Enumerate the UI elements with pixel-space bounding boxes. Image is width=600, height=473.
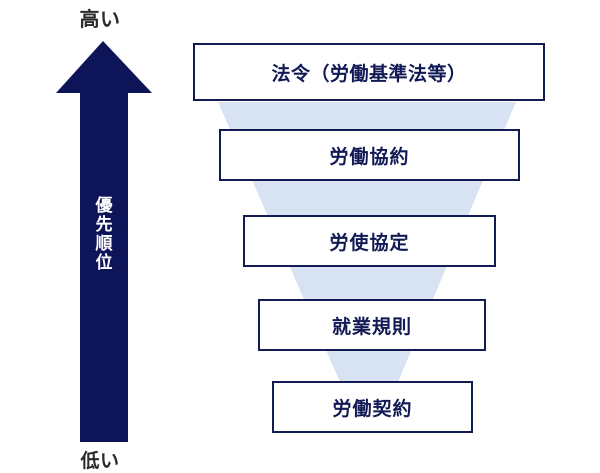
level-label-4: 就業規則 xyxy=(331,316,412,338)
level-box-4[interactable]: 就業規則 xyxy=(258,299,486,351)
level-box-5[interactable]: 労働契約 xyxy=(272,381,473,433)
level-label-3: 労使協定 xyxy=(329,232,410,254)
level-box-2[interactable]: 労働協約 xyxy=(219,129,520,181)
level-box-1[interactable]: 法令（労働基準法等） xyxy=(193,43,545,101)
level-box-3[interactable]: 労使協定 xyxy=(243,215,496,267)
level-label-2: 労働協約 xyxy=(329,146,410,168)
level-label-1: 法令（労働基準法等） xyxy=(271,63,467,85)
level-label-5: 労働契約 xyxy=(332,398,413,420)
